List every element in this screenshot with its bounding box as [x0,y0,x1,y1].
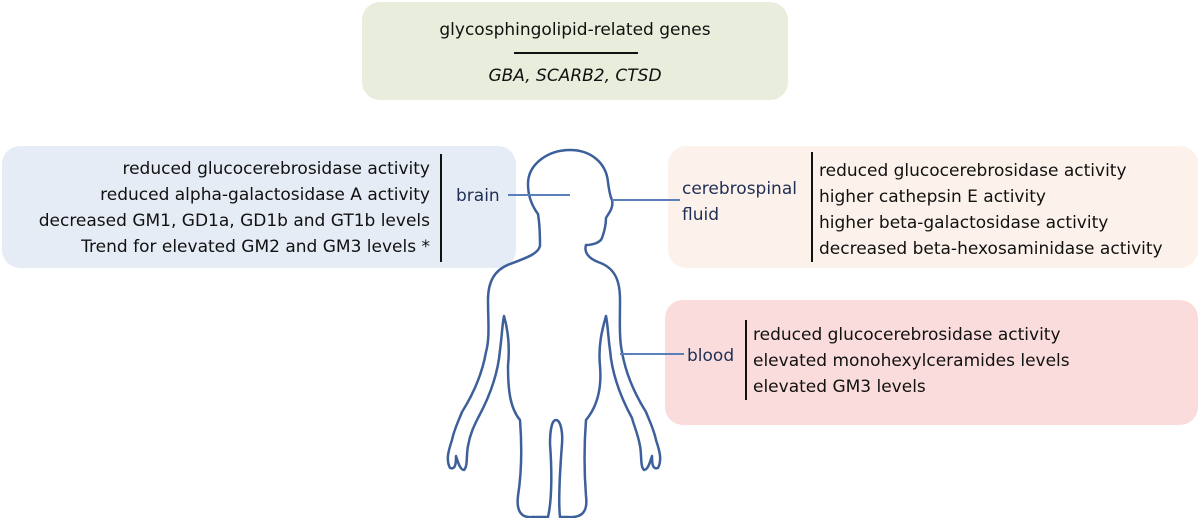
brain-findings-list: reduced glucocerebrosidase activity redu… [39,156,430,260]
csf-findings-list: reduced glucocerebrosidase activity high… [819,158,1163,262]
csf-label-line2: fluid [682,205,719,225]
genes-panel: glycosphingolipid-related genes GBA, SCA… [362,2,788,100]
blood-findings-list: reduced glucocerebrosidase activity elev… [753,322,1070,400]
blood-panel: blood reduced glucocerebrosidase activit… [665,300,1198,425]
brain-panel: reduced glucocerebrosidase activity redu… [2,146,516,268]
blood-separator [745,320,747,400]
csf-panel: cerebrospinal fluid reduced glucocerebro… [668,146,1198,268]
brain-separator [440,154,442,262]
blood-label: blood [687,346,735,366]
genes-title: glycosphingolipid-related genes [439,20,711,40]
csf-finding: decreased beta-hexosaminidase activity [819,239,1163,259]
csf-finding: higher cathepsin E activity [819,187,1046,207]
csf-separator [811,152,813,262]
csf-label-line1: cerebrospinal [682,179,797,199]
brain-finding: Trend for elevated GM2 and GM3 levels * [81,237,430,257]
genes-list: GBA, SCARB2, CTSD [488,66,662,86]
connector-lines [508,194,684,355]
brain-finding: decreased GM1, GD1a, GD1b and GT1b level… [38,211,430,231]
blood-finding: elevated monohexylceramides levels [753,351,1070,371]
blood-finding: reduced glucocerebrosidase activity [753,325,1061,345]
genes-divider [514,52,638,54]
blood-finding: elevated GM3 levels [753,377,926,397]
brain-finding: reduced alpha-galactosidase A activity [100,185,430,205]
csf-finding: reduced glucocerebrosidase activity [819,161,1127,181]
brain-label: brain [456,186,500,206]
brain-finding: reduced glucocerebrosidase activity [122,159,430,179]
csf-label: cerebrospinal fluid [682,176,797,228]
csf-finding: higher beta-galactosidase activity [819,213,1109,233]
